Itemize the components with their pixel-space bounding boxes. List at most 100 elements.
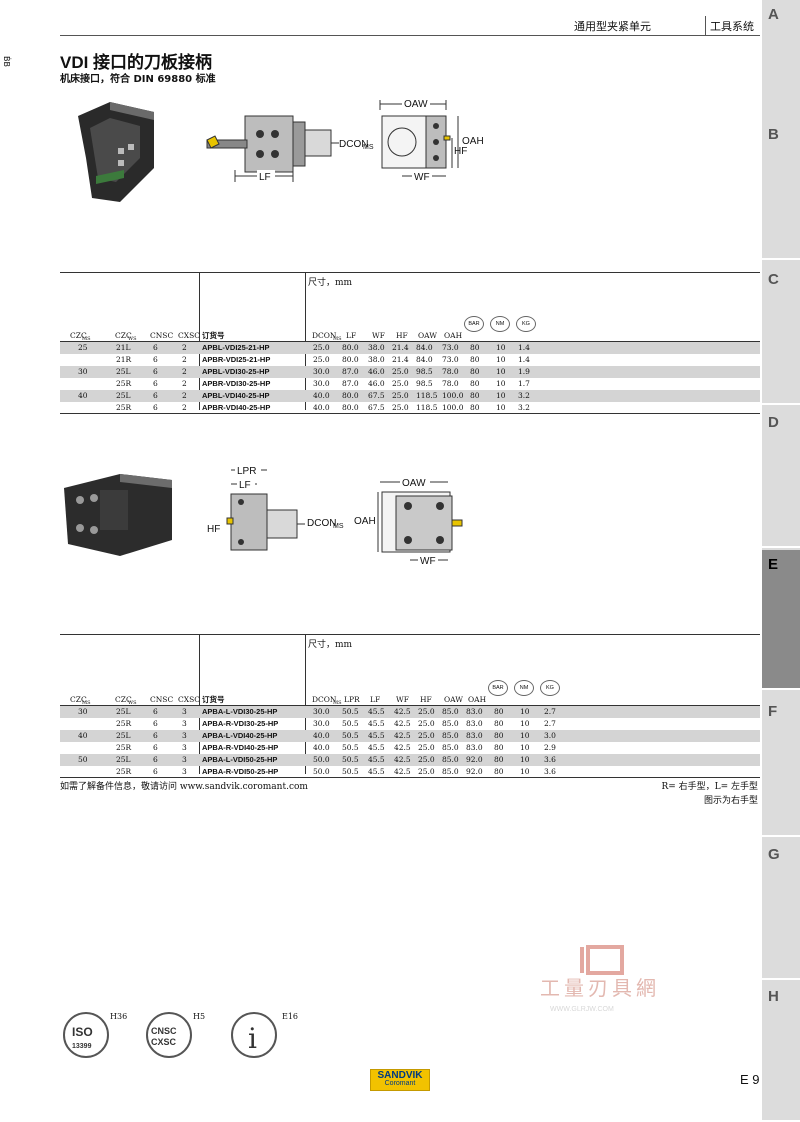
table-cell: 78.0 (442, 379, 459, 388)
table-cell: 50.5 (342, 707, 359, 716)
table-cell: 80 (470, 379, 480, 388)
header-cell: LF (370, 695, 381, 704)
header-section: 通用型夹紧单元 (574, 20, 651, 33)
table-cell: 10 (520, 731, 530, 740)
watermark-url: WWW.GLRJW.COM (550, 1006, 614, 1013)
header-cell: CZC (115, 695, 132, 704)
table-cell: 80 (494, 767, 504, 776)
table-cell: 21R (116, 355, 132, 364)
table-cell: 92.0 (466, 767, 483, 776)
table-cell: 80 (494, 719, 504, 728)
table-cell: 1.4 (518, 355, 530, 364)
table-cell: 2.7 (544, 707, 556, 716)
table-cell: 25L (116, 367, 131, 376)
kg-badge-2: KG (540, 680, 560, 696)
order-code: APBR-VDI25-21-HP (202, 355, 271, 364)
tab-b[interactable]: B (762, 120, 800, 260)
table-cell: 1.4 (518, 343, 530, 352)
order-code: APBA-L-VDI30-25-HP (202, 707, 278, 716)
header-cell: OAH (468, 695, 487, 704)
table-cell: 85.0 (442, 755, 459, 764)
table-1-unit: 尺寸，mm (308, 278, 353, 288)
tab-c[interactable]: C (762, 265, 800, 405)
drawing-2-wf-label: WF (420, 556, 436, 567)
table-cell: 84.0 (416, 355, 433, 364)
header-cell: HF (396, 331, 408, 340)
kg-badge-1: KG (516, 316, 536, 332)
drawing-1-oah-label: OAH (462, 136, 484, 147)
tab-h[interactable]: H (762, 982, 800, 1122)
table-cell: 83.0 (466, 707, 483, 716)
order-code: APBA-L-VDI50-25-HP (202, 755, 278, 764)
drawing-1-wf-label: WF (414, 172, 430, 183)
tab-g[interactable]: G (762, 840, 800, 980)
table-cell: 21.4 (392, 355, 409, 364)
cnsc-icon-text: CNSC (151, 1026, 177, 1036)
header-cell: CXSC (178, 331, 200, 340)
table-cell: 80 (470, 355, 480, 364)
table-cell: 25R (116, 403, 132, 412)
table-cell: 118.5 (416, 403, 438, 412)
table-cell: 25.0 (392, 391, 409, 400)
table-cell: 87.0 (342, 367, 359, 376)
brand-name: SANDVIK (377, 1070, 423, 1081)
watermark-text: 工量刃具網 (540, 976, 660, 1000)
table-cell: 50.5 (342, 719, 359, 728)
table-cell: 40.0 (313, 403, 330, 412)
table-cell: 85.0 (442, 731, 459, 740)
table-cell: 3 (182, 719, 187, 728)
hand-legend: R= 右手型，L= 左手型 (661, 782, 758, 792)
brand-sub: Coromant (384, 1080, 416, 1087)
table-cell: 50.5 (342, 743, 359, 752)
table-cell: 25L (116, 755, 131, 764)
table-cell: 3.2 (518, 391, 530, 400)
table-cell: 50.5 (342, 767, 359, 776)
table-cell: 6 (153, 731, 158, 740)
table-cell: 50.5 (342, 731, 359, 740)
tab-f[interactable]: F (762, 697, 800, 837)
tab-e[interactable]: E (762, 550, 800, 690)
tab-h-label: H (768, 988, 779, 1005)
table-cell: 30.0 (313, 719, 330, 728)
table-cell: 80 (494, 707, 504, 716)
table-cell: 50.0 (313, 755, 330, 764)
order-code: APBL-VDI40-25-HP (202, 391, 270, 400)
table-cell: 42.5 (394, 731, 411, 740)
table-cell: 80 (470, 391, 480, 400)
drawing-2-oaw-label: OAW (402, 478, 426, 489)
tab-a-label: A (768, 6, 779, 23)
table-cell: 25L (116, 707, 131, 716)
tab-d-label: D (768, 414, 779, 431)
tab-d[interactable]: D (762, 408, 800, 548)
table-cell: 40.0 (313, 743, 330, 752)
table-cell: 10 (520, 707, 530, 716)
header-cell: 订货号 (202, 331, 225, 340)
table-cell: 10 (496, 391, 506, 400)
table-cell: 40.0 (313, 391, 330, 400)
table-cell: 98.5 (416, 379, 433, 388)
order-code: APBA-L-VDI40-25-HP (202, 731, 278, 740)
table-cell: 3 (182, 743, 187, 752)
tab-a[interactable]: A (762, 0, 800, 140)
order-code: APBA-R-VDI40-25-HP (202, 743, 279, 752)
table-cell: 84.0 (416, 343, 433, 352)
order-code: APBR-VDI30-25-HP (202, 379, 271, 388)
sandvik-logo: SANDVIK Coromant (370, 1069, 430, 1091)
drawing-2-oah-label: OAH (354, 516, 376, 527)
table-cell: 25.0 (392, 379, 409, 388)
page-header: 通用型夹紧单元 工具系统 (60, 16, 760, 36)
table-cell: 25L (116, 391, 131, 400)
product-photo-1 (78, 102, 154, 202)
drawing-2-front: OAW OAH WF (354, 476, 463, 567)
bar-badge-1: BAR (464, 316, 484, 332)
